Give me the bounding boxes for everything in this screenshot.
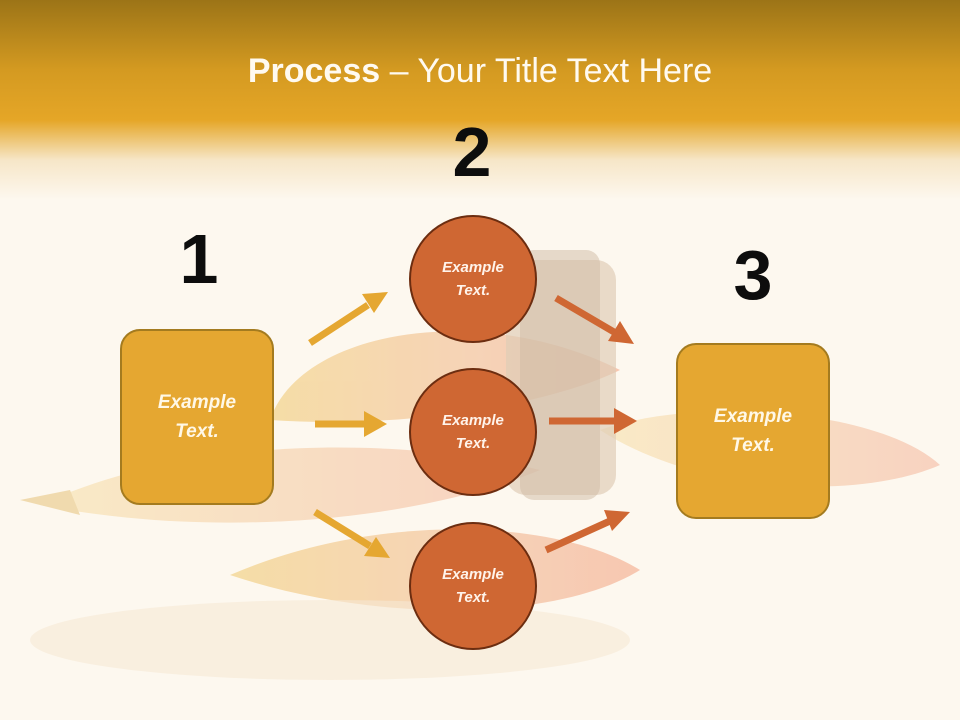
step-number-2: 2	[452, 113, 492, 191]
arrow-right-left	[315, 411, 387, 437]
step-1-box: Example Text.	[120, 329, 274, 505]
arrow-up-right-left	[308, 292, 388, 346]
step-3-box: Example Text.	[676, 343, 830, 519]
step-number-1: 1	[179, 220, 219, 298]
title-rest: – Your Title Text Here	[380, 52, 713, 90]
arrow-right-right	[549, 408, 637, 434]
step-2-circle-middle: Example Text.	[409, 368, 537, 496]
step-number-3: 3	[733, 236, 773, 314]
step-2-circle-bottom: Example Text.	[409, 522, 537, 650]
slide-title: Process – Your Title Text Here	[0, 52, 960, 91]
title-bold: Process	[247, 52, 381, 90]
arrow-down-right-left	[313, 509, 390, 558]
step-2-circle-top: Example Text.	[409, 215, 537, 343]
arrow-down-right-right	[554, 294, 634, 344]
arrow-up-right-right	[544, 510, 630, 554]
header-band	[0, 0, 960, 200]
